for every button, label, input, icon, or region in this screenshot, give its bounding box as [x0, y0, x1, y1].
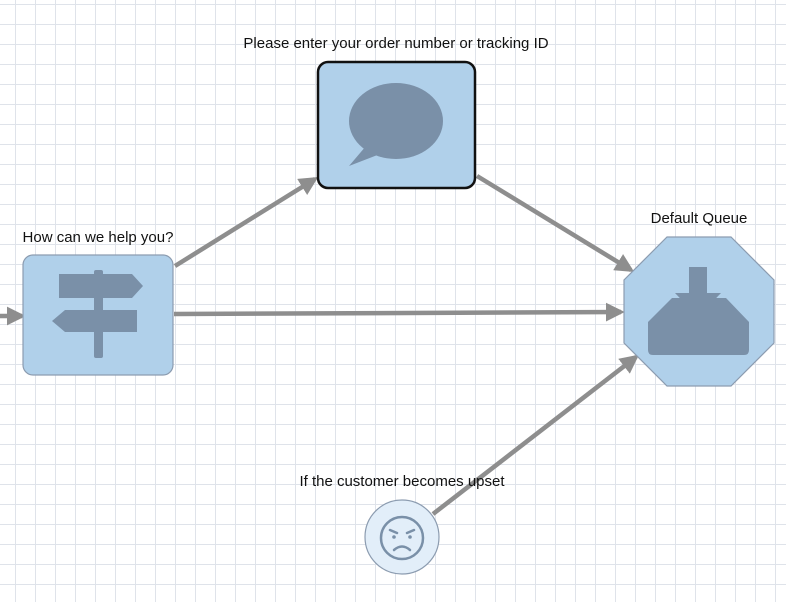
edges: [0, 174, 639, 516]
queue-node[interactable]: [623, 236, 775, 387]
edge-sentiment-to-queue[interactable]: [431, 354, 639, 516]
angry-face-icon: [379, 515, 425, 561]
edge-menu-to-queue[interactable]: [173, 302, 625, 322]
signpost-icon: [52, 270, 143, 358]
menu-node[interactable]: [22, 254, 174, 376]
sentiment-node[interactable]: [364, 499, 440, 575]
speech-bubble-icon: [349, 83, 443, 166]
edge-menu-to-prompt[interactable]: [173, 177, 319, 268]
queue-node-label: Default Queue: [650, 210, 748, 227]
sentiment-node-label: If the customer becomes upset: [299, 473, 505, 490]
edge-prompt-to-queue[interactable]: [475, 174, 635, 272]
menu-node-label: How can we help you?: [22, 229, 174, 246]
prompt-node[interactable]: [316, 60, 477, 190]
inbox-download-icon: [648, 267, 749, 355]
prompt-node-label: Please enter your order number or tracki…: [243, 35, 549, 52]
